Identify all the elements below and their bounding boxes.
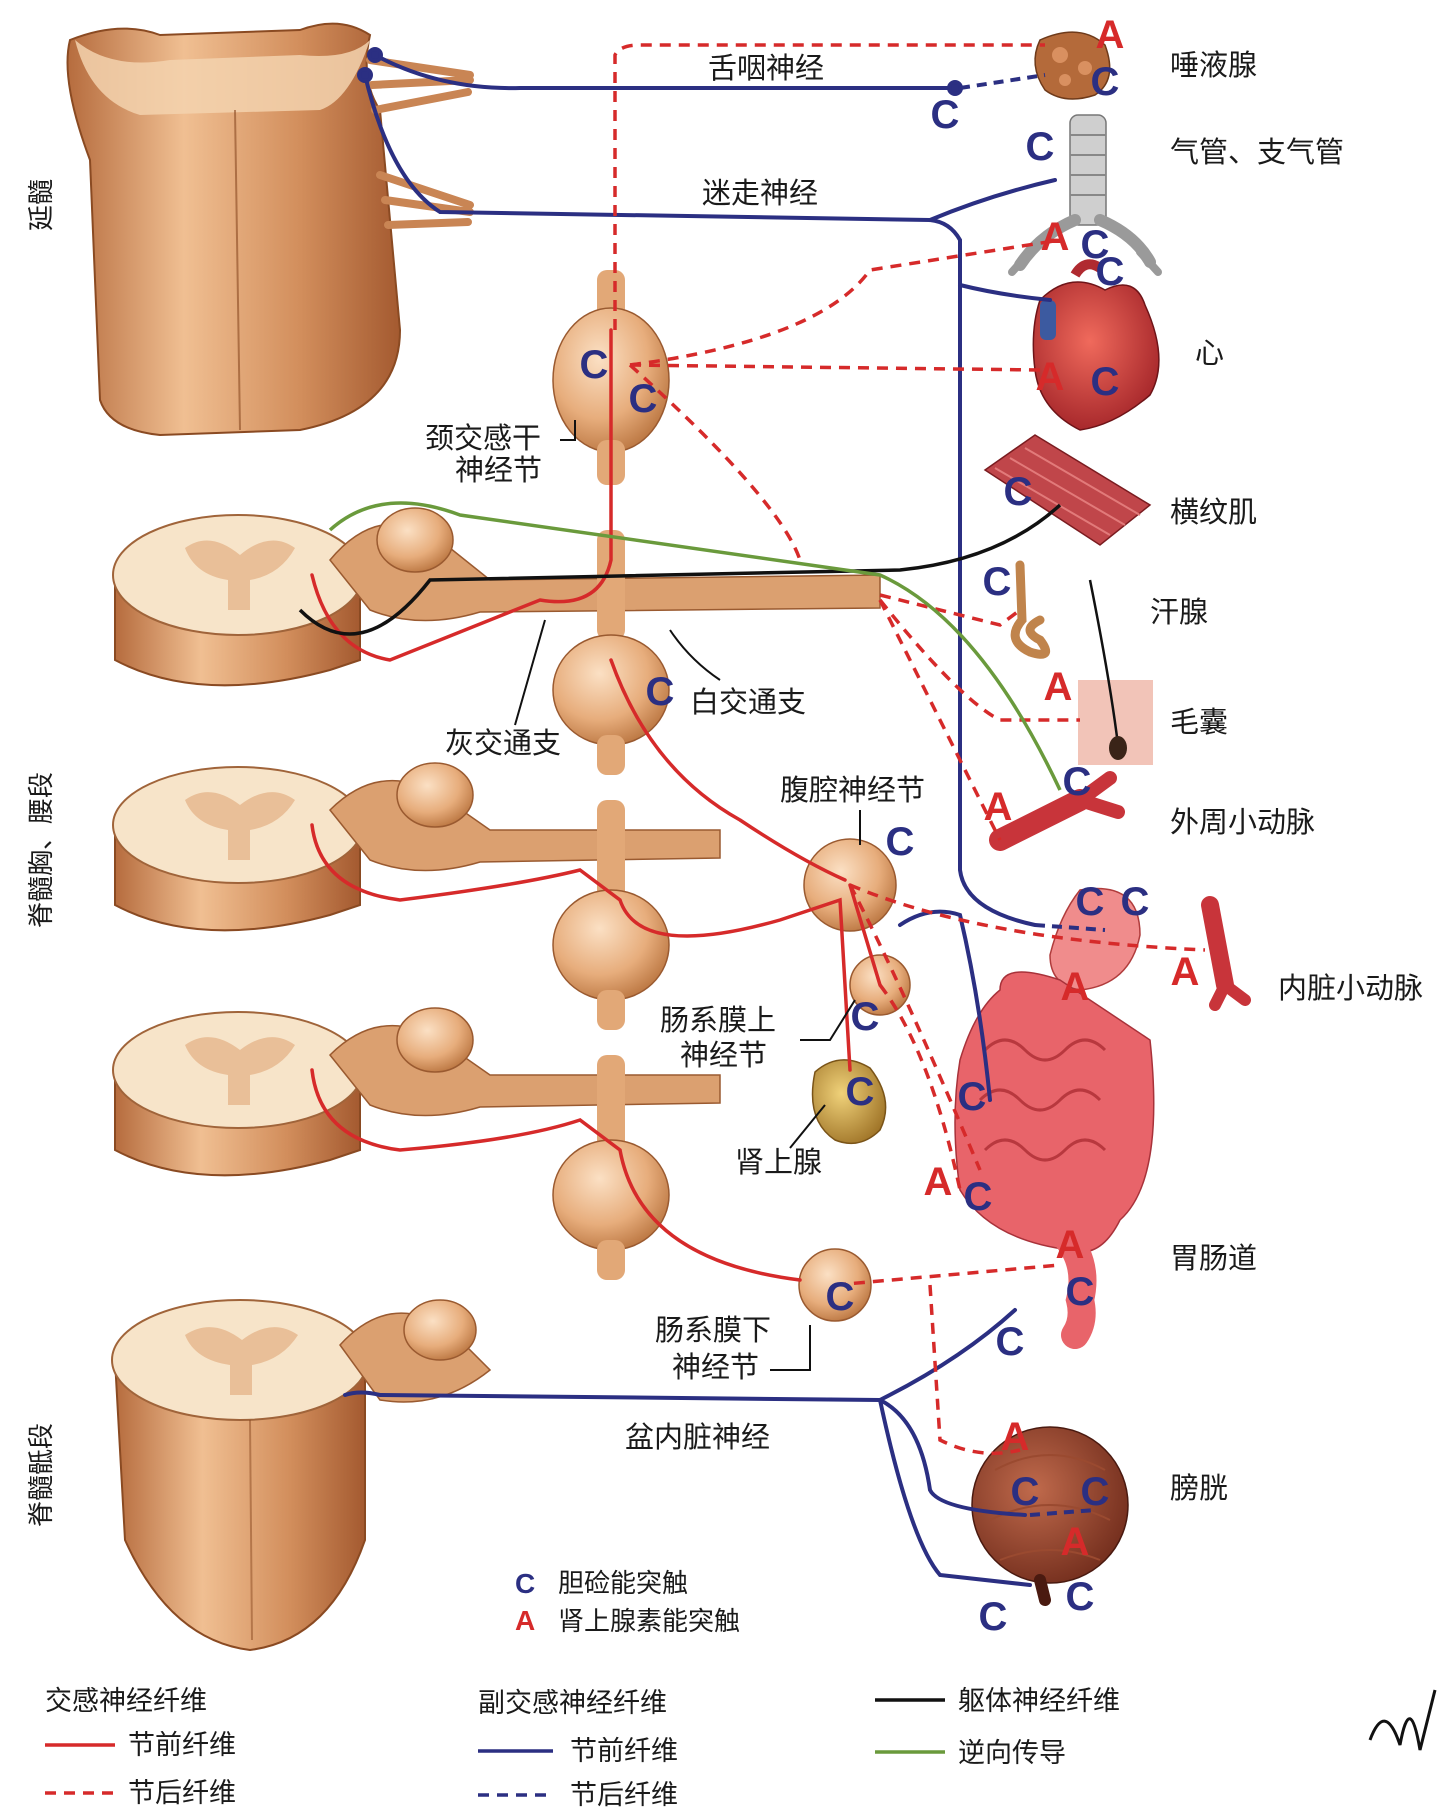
region-label-medulla: 延髓 [27,179,57,231]
key-c-symbol: C [515,1568,535,1599]
organ-label-salivary: 唾液腺 [1170,48,1257,82]
organ-label-gi-tract: 胃肠道 [1170,1241,1257,1275]
label-cervical-ganglion-line2: 神经节 [455,453,542,487]
organ-label-bladder: 膀胱 [1170,1471,1228,1505]
leader-inf-mesenteric [770,1325,810,1370]
hair-follicle [1078,580,1153,765]
marker-intestine-a: A [924,1160,953,1204]
key-a-label: 肾上腺素能突触 [558,1607,740,1637]
marker-trachea-c: C [1026,125,1055,169]
marker-arteriole-a: A [984,785,1013,829]
legend-parasympathetic-title: 副交感神经纤维 [478,1688,667,1719]
artist-signature [1370,1690,1435,1750]
marker-visceral-arteriole-a: A [1171,950,1200,994]
marker-muscle-c: C [1004,470,1033,514]
medulla-block [68,24,471,435]
marker-arteriole-c: C [1063,760,1092,804]
nerve-label-vagus: 迷走神经 [702,176,818,210]
organ-label-sweat-gland: 汗腺 [1150,595,1208,629]
key-c-label: 胆硷能突触 [558,1569,688,1599]
leader-adrenal [790,1105,825,1148]
visceral-arteriole [1210,905,1245,1005]
marker-salivary-c2: C [1091,60,1120,104]
label-sup-mesenteric-line2: 神经节 [680,1038,767,1072]
marker-cervical-ganglion-c: C [580,343,609,387]
leader-gray-ramus [515,620,545,725]
marker-chain-ganglion-c: C [646,670,675,714]
legend-parasympathetic-pre-label: 节前纤维 [570,1736,678,1767]
nerve-label-pelvic-splanchnic: 盆内脏神经 [625,1420,770,1454]
marker-intestine-c: C [958,1075,987,1119]
label-white-ramus: 白交通支 [690,685,806,719]
label-adrenal-gland: 肾上腺 [735,1145,822,1179]
marker-bladder-c4: C [979,1595,1008,1639]
label-cervical-ganglion-line1: 颈交感干 [425,421,541,455]
legend-sympathetic-title: 交感神经纤维 [45,1686,207,1717]
marker-sweat-c: C [983,560,1012,604]
organ-label-hair-follicle: 毛囊 [1170,705,1228,739]
label-gray-ramus: 灰交通支 [445,726,561,760]
marker-stomach-a: A [1061,965,1090,1009]
label-celiac-ganglion: 腹腔神经节 [780,773,925,807]
marker-stomach-c2: C [1121,880,1150,924]
marker-cervical-ganglion-c2: C [629,377,658,421]
organ-label-heart: 心 [1195,336,1224,370]
marker-salivary-a: A [1096,13,1125,57]
marker-intestine-c2: C [964,1175,993,1219]
legend-sympathetic-post-label: 节后纤维 [128,1778,236,1809]
legend-somatic-label: 躯体神经纤维 [958,1686,1120,1717]
marker-trachea-a: A [1041,215,1070,259]
label-sup-mesenteric-line1: 肠系膜上 [660,1003,776,1037]
marker-bladder-c2: C [1081,1470,1110,1514]
legend-sympathetic-pre-label: 节前纤维 [128,1730,236,1761]
organ-label-trachea: 气管、支气管 [1170,135,1344,169]
marker-colon-c: C [1066,1270,1095,1314]
key-a-symbol: A [515,1605,535,1636]
marker-bladder-a2: A [1061,1520,1090,1564]
marker-colon-c3: C [996,1320,1025,1364]
marker-bladder-a: A [1001,1415,1030,1459]
marker-colon-a: A [1056,1223,1085,1267]
marker-heart-c: C [1096,250,1125,294]
marker-inf-mesenteric-c: C [826,1275,855,1319]
legend-parasympathetic-post-label: 节后纤维 [570,1780,678,1811]
organ-label-visceral-arteriole: 内脏小动脉 [1278,971,1423,1005]
label-inf-mesenteric-line2: 神经节 [672,1350,759,1384]
marker-salivary-c: C [931,93,960,137]
organ-label-peripheral-arteriole: 外周小动脉 [1170,805,1315,839]
marker-bladder-c: C [1011,1470,1040,1514]
region-label-thoracolumbar: 脊髓胸、腰段 [27,772,57,928]
sweat-gland [1015,565,1046,654]
legend-antidromic-label: 逆向传导 [958,1738,1066,1769]
marker-bladder-c3: C [1066,1575,1095,1619]
marker-heart-a: A [1036,355,1065,399]
marker-stomach-c: C [1076,880,1105,924]
marker-celiac-c: C [886,820,915,864]
marker-adrenal-c: C [846,1070,875,1114]
nerve-label-glossopharyngeal: 舌咽神经 [708,51,824,85]
region-label-sacral: 脊髓骶段 [27,1423,57,1527]
marker-heart-c2: C [1091,360,1120,404]
spinal-cord-section-thoracic-1 [113,508,880,685]
leader-white-ramus [670,630,720,680]
organ-label-skeletal-muscle: 横纹肌 [1170,495,1257,529]
marker-follicle-a: A [1044,665,1073,709]
label-inf-mesenteric-line1: 肠系膜下 [655,1313,771,1347]
spinal-cord-section-sacral [112,1300,490,1650]
